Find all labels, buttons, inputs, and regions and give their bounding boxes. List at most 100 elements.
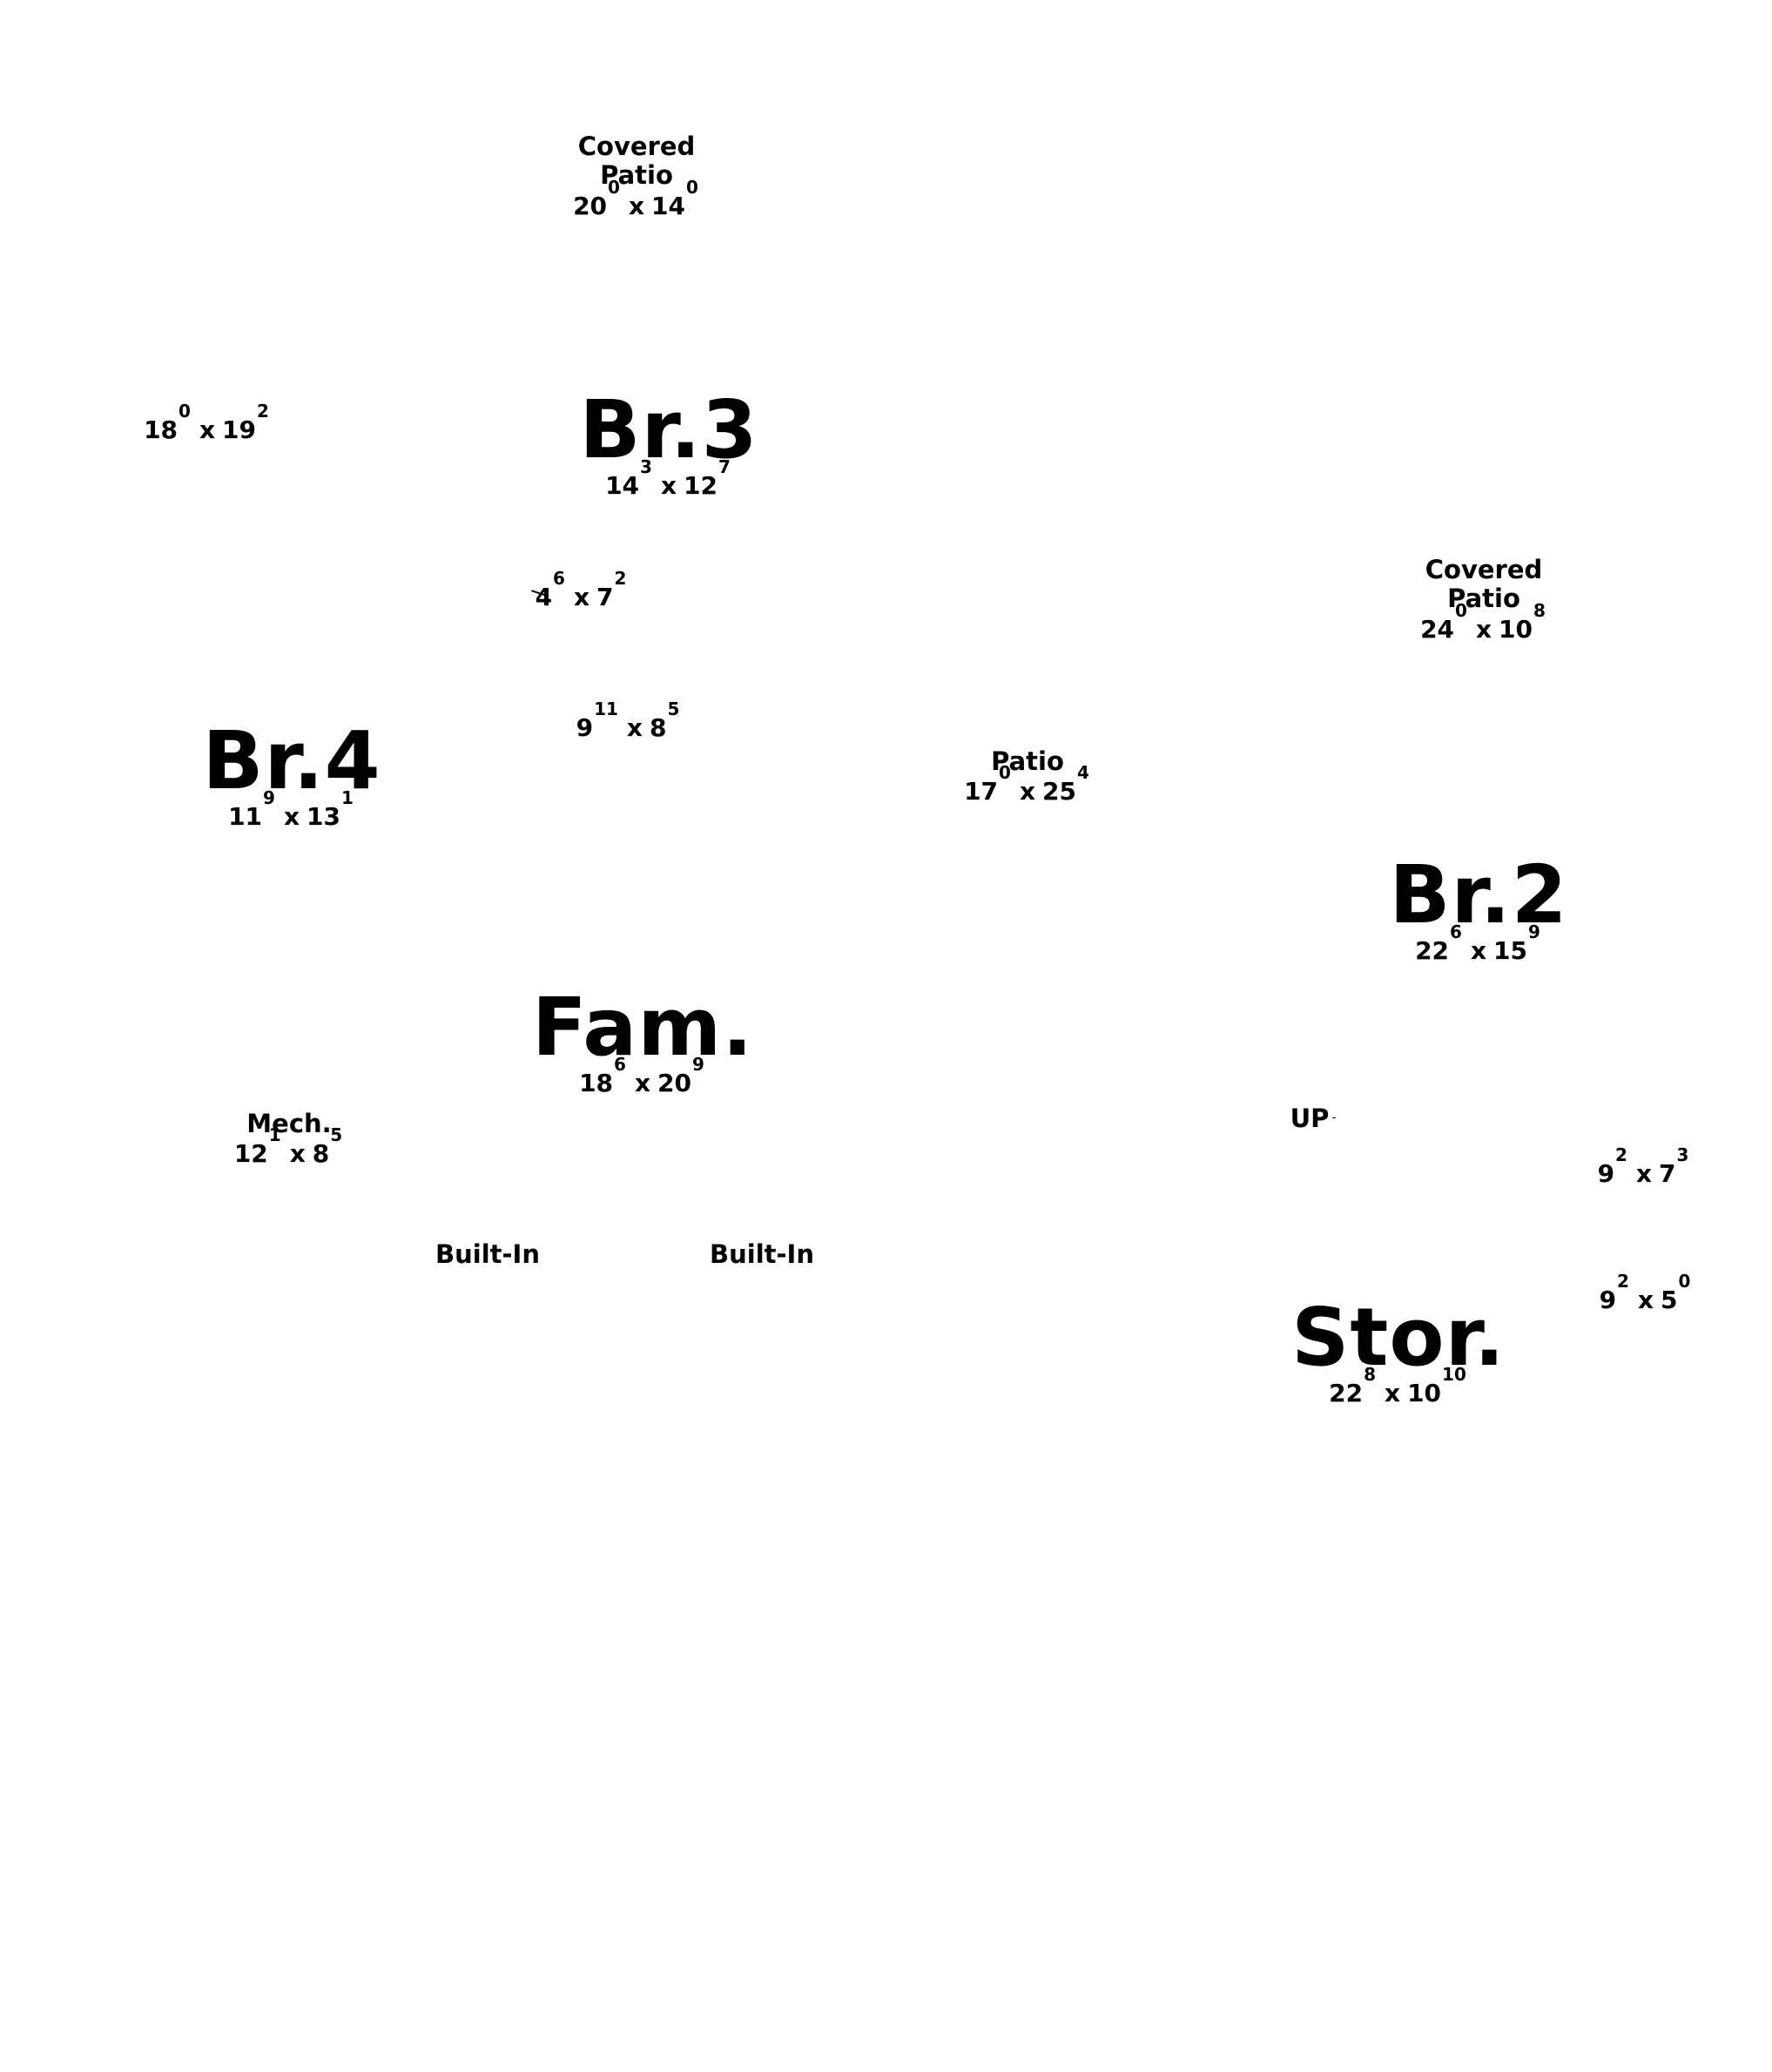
dim-separator: x (1385, 1379, 1401, 1407)
dim-separator: x (1475, 614, 1492, 644)
dim-depth-inches: 2 (614, 568, 627, 589)
dim-depth: 20 (657, 1069, 691, 1097)
dim-depth: 8 (312, 1139, 330, 1169)
built-in-label: Built-In (710, 1239, 814, 1269)
dim-depth: 15 (1493, 936, 1527, 965)
dim-depth: 7 (1659, 1159, 1676, 1188)
dim-width: 22 (1415, 936, 1450, 965)
dim-depth-inches: 0 (686, 176, 698, 198)
dim-width-inches: 6 (1450, 921, 1462, 942)
dim-separator: x (626, 713, 643, 742)
dim-width-inches: 0 (608, 176, 620, 198)
dim-separator: x (628, 191, 645, 220)
dim-separator: x (1470, 936, 1487, 965)
dim-depth: 7 (596, 583, 614, 611)
dim-separator: x (283, 802, 300, 831)
room-name: Mech. (246, 1109, 332, 1138)
room-name-line2: Patio (600, 160, 673, 191)
dim-width: 9 (576, 713, 594, 742)
dim-width-inches: 6 (553, 568, 565, 589)
dim-separator: x (660, 471, 677, 500)
dim-width-inches: 0 (179, 401, 191, 422)
dim-depth-inches: 10 (1442, 1364, 1466, 1385)
dim-depth-inches: 5 (330, 1124, 343, 1146)
dim-width: 14 (605, 471, 640, 500)
dim-width: 12 (233, 1139, 268, 1169)
dim-width: 4 (535, 583, 553, 611)
dim-depth-inches: 3 (1676, 1144, 1689, 1165)
built-in-label: Built-In (435, 1239, 540, 1269)
dim-depth: 10 (1499, 614, 1533, 644)
dim-width-inches: 0 (1455, 599, 1467, 621)
dim-depth: 8 (649, 713, 667, 742)
dim-depth: 25 (1042, 777, 1076, 807)
dim-depth-inches: 7 (718, 456, 731, 477)
dim-depth: 12 (684, 471, 718, 500)
room-name: Stor. (1291, 1291, 1506, 1384)
room-name-line1: Covered (577, 132, 696, 161)
dim-depth-inches: 1 (341, 787, 354, 808)
dim-separator: x (634, 1069, 651, 1097)
built-in-right: Built-In (710, 1239, 814, 1269)
dim-width: 11 (228, 802, 263, 831)
dim-width: 9 (1597, 1159, 1615, 1188)
room-name-line2: Patio (1447, 584, 1520, 614)
dim-separator: x (199, 415, 216, 444)
dim-width-inches: 2 (1615, 1144, 1627, 1165)
room-name-line1: Covered (1425, 555, 1543, 584)
dim-separator: x (1637, 1286, 1654, 1314)
dim-depth: 14 (651, 191, 685, 220)
dim-separator: x (1019, 777, 1036, 807)
dim-depth: 10 (1407, 1379, 1442, 1407)
dim-depth-inches: 2 (257, 401, 269, 422)
dim-width-inches: 1 (268, 1124, 281, 1146)
dim-width-inches: 8 (1364, 1364, 1376, 1385)
dim-width-inches: 11 (594, 699, 618, 719)
dim-width: 20 (573, 191, 608, 220)
dim-width-inches: 6 (614, 1054, 626, 1075)
dim-width: 17 (964, 777, 999, 807)
dim-width: 24 (1420, 614, 1455, 644)
dim-width: 18 (144, 415, 179, 444)
dim-depth-inches: 9 (1528, 921, 1540, 942)
built-in-left: Built-In (435, 1239, 540, 1269)
dim-depth: 19 (222, 415, 256, 444)
dim-separator: x (289, 1139, 306, 1169)
stairs-arrow-tick (1332, 1117, 1336, 1118)
stairs-up-label: UP (1290, 1103, 1330, 1133)
dim-width: 22 (1329, 1379, 1364, 1407)
dim-width-inches: 0 (999, 762, 1011, 784)
dim-depth-inches: 8 (1533, 599, 1546, 621)
dim-depth: 13 (307, 802, 340, 831)
dim-depth-inches: 5 (667, 699, 680, 719)
dim-depth: 5 (1661, 1286, 1678, 1314)
dim-separator: x (1635, 1159, 1653, 1188)
room-name: Br.2 (1389, 848, 1568, 942)
dim-depth-inches: 0 (1678, 1271, 1691, 1292)
